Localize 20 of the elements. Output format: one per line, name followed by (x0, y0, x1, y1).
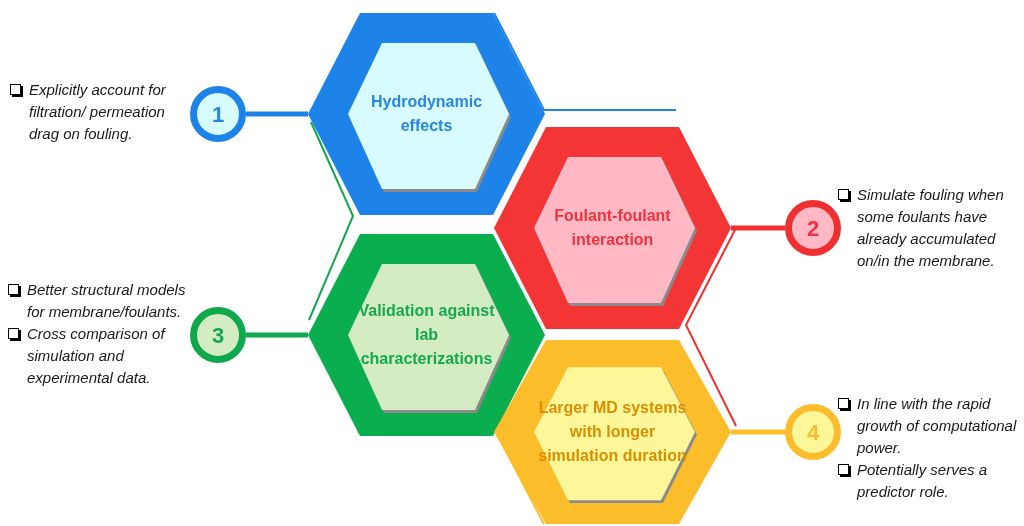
step-number: 4 (806, 418, 820, 447)
hexagon-tile (308, 13, 545, 215)
step-number: 3 (211, 321, 225, 350)
bullet-note: Potentially serves a predictor role. (857, 460, 989, 502)
connector-line (246, 111, 308, 117)
connector-line (246, 332, 308, 338)
connector-line (731, 429, 785, 435)
step-number: 2 (806, 214, 820, 243)
bullet-note: Cross comparison of simulation and experimental data. (27, 324, 167, 388)
hexagon-title: Validation against lab characterizations (357, 301, 496, 369)
step-number: 1 (211, 100, 225, 129)
bullet-note: Explicitly account for filtration/ permeation drag on fouling. (29, 80, 167, 144)
hexagon-title: Hydrodynamic effects (369, 92, 484, 136)
bullet-note: In line with the rapid growth of computational power. (857, 394, 1018, 458)
hexagon-tile (494, 340, 731, 524)
bullet-note: Better structural models for membrane/foulants. (27, 280, 187, 322)
hexagon-tile (494, 127, 731, 329)
hexagon-title: Foulant-foulant interaction (553, 206, 672, 250)
bullet-note: Simulate fouling when some foulants have already accumulated on/in the membrane. (857, 185, 1005, 271)
connector-line (731, 225, 785, 231)
